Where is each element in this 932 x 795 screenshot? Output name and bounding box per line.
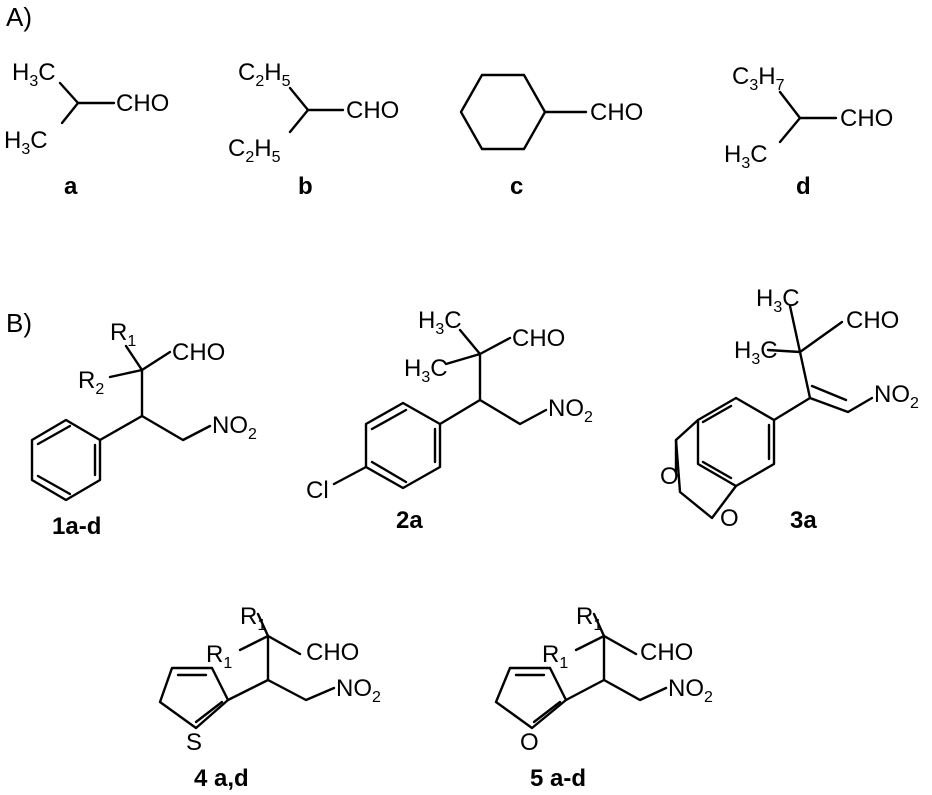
cho-group: CHO — [590, 99, 643, 126]
compound-3: H3C H3C CHO NO2 O O 3a — [660, 285, 919, 534]
nitro-group: NO2 — [212, 412, 257, 443]
compound-5: R1 R1 CHO NO2 O 5 a-d — [494, 603, 713, 792]
cho-group: CHO — [512, 325, 565, 352]
compound-label-5: 5 a-d — [530, 765, 586, 792]
oxygen-atom-left: O — [660, 463, 679, 490]
compound-label-a: a — [64, 173, 78, 200]
r1-top: R1 — [576, 603, 602, 634]
substituent-top: C3H7 — [732, 63, 785, 94]
nitro-group: NO2 — [336, 675, 381, 706]
compound-label-2: 2a — [396, 507, 423, 534]
nitro-group: NO2 — [874, 381, 919, 412]
r1-left: R1 — [206, 641, 232, 672]
compound-label-c: c — [510, 173, 523, 200]
nitro-group: NO2 — [668, 675, 713, 706]
chlorine-atom: Cl — [306, 477, 329, 504]
r1-top: R1 — [240, 603, 266, 634]
oxygen-atom-right: O — [720, 505, 739, 532]
aldehyde-a: H3C H3C CHO a — [4, 59, 169, 200]
substituent-top: H3C — [12, 59, 56, 90]
methyl-bottom: H3C — [404, 355, 448, 386]
aldehyde-c: CHO c — [459, 73, 643, 200]
aldehyde-d: C3H7 H3C CHO d — [724, 63, 893, 200]
compound-1: R1 R2 CHO NO2 1a-d — [30, 319, 257, 540]
cho-group: CHO — [116, 90, 169, 117]
sulfur-atom: S — [186, 729, 202, 756]
section-label-b: B) — [6, 308, 32, 338]
cho-group: CHO — [840, 105, 893, 132]
r1-atom: R1 — [110, 319, 136, 350]
cho-group: CHO — [306, 639, 359, 666]
substituent-bottom: C2H5 — [228, 135, 281, 166]
methyl-top: H3C — [418, 307, 462, 338]
substituent-bottom: H3C — [4, 127, 48, 158]
compound-label-d: d — [796, 173, 811, 200]
compound-label-3: 3a — [790, 507, 817, 534]
section-label-a: A) — [6, 2, 32, 32]
aldehyde-b: C2H5 C2H5 CHO b — [228, 59, 399, 200]
cho-group: CHO — [172, 339, 225, 366]
compound-label-4: 4 a,d — [194, 765, 249, 792]
substituent-top: C2H5 — [238, 59, 291, 90]
oxygen-atom: O — [520, 729, 539, 756]
methyl-bottom: H3C — [734, 337, 778, 368]
compound-4: R1 R1 CHO NO2 S 4 a,d — [158, 603, 381, 792]
methyl-top: H3C — [756, 285, 800, 316]
cho-group: CHO — [640, 639, 693, 666]
compound-label-1: 1a-d — [52, 513, 101, 540]
cho-group: CHO — [346, 97, 399, 124]
r2-atom: R2 — [78, 367, 104, 398]
nitro-group: NO2 — [548, 395, 593, 426]
substituent-bottom: H3C — [724, 141, 768, 172]
compound-label-b: b — [298, 173, 313, 200]
compound-2: H3C H3C CHO NO2 Cl 2a — [306, 307, 593, 534]
r1-left: R1 — [542, 641, 568, 672]
cho-group: CHO — [846, 307, 899, 334]
